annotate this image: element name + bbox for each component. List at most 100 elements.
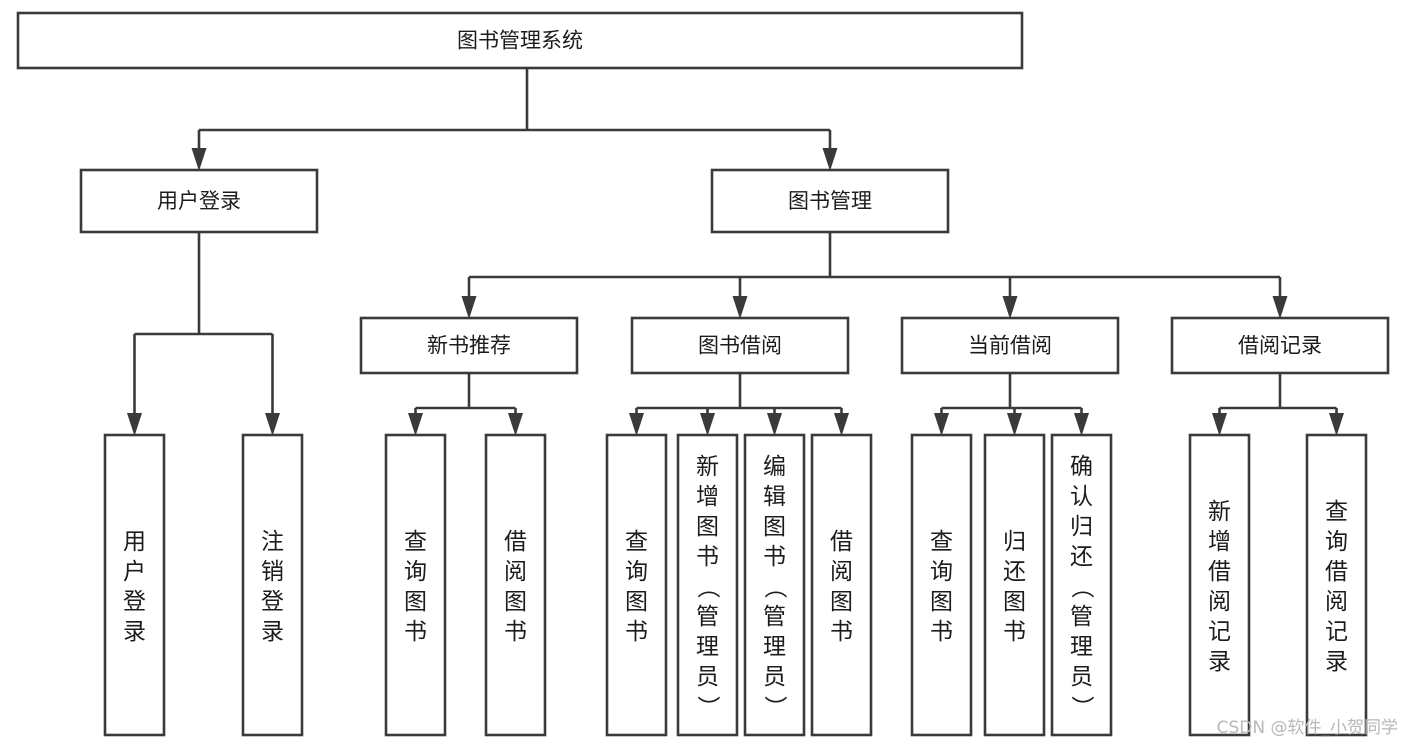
svg-text:理: 理	[1070, 634, 1093, 660]
arrow-head-icon	[934, 413, 949, 436]
arrow-head-icon	[265, 413, 280, 436]
arrow-head-icon	[822, 148, 838, 171]
svg-text:书: 书	[504, 619, 527, 645]
node-box[interactable]	[16, 11, 1024, 70]
svg-text:图: 图	[696, 514, 719, 540]
node-box[interactable]	[910, 433, 973, 737]
node-leaf-user-login[interactable]: 用户登录	[103, 433, 166, 737]
node-box[interactable]	[810, 433, 873, 737]
svg-text:查: 查	[404, 529, 427, 555]
node-box[interactable]	[900, 316, 1120, 375]
node-box[interactable]	[241, 433, 304, 737]
svg-text:借: 借	[1208, 559, 1231, 585]
svg-text:图: 图	[625, 589, 648, 615]
conn-root-children	[191, 68, 838, 171]
svg-text:图: 图	[763, 514, 786, 540]
arrow-head-icon	[461, 296, 477, 319]
arrow-head-icon	[191, 148, 207, 171]
svg-text:询: 询	[1325, 529, 1348, 555]
svg-text:员: 员	[763, 664, 786, 690]
node-newbook[interactable]: 新书推荐	[359, 316, 579, 375]
arrow-head-icon	[1074, 413, 1089, 436]
node-box[interactable]	[710, 168, 950, 234]
svg-text:书: 书	[404, 619, 427, 645]
node-box[interactable]	[484, 433, 547, 737]
arrow-head-icon	[127, 413, 142, 436]
node-box[interactable]	[384, 433, 447, 737]
conn-login-children	[127, 232, 280, 436]
svg-text:归: 归	[1003, 529, 1026, 555]
svg-text:编: 编	[763, 454, 786, 480]
node-records[interactable]: 借阅记录	[1170, 316, 1390, 375]
svg-text:增: 增	[696, 484, 719, 510]
svg-text:销: 销	[261, 559, 284, 585]
node-label: 借阅记录	[1238, 334, 1322, 358]
node-box[interactable]	[1305, 433, 1368, 737]
svg-text:询: 询	[930, 559, 953, 585]
node-bookmgmt[interactable]: 图书管理	[710, 168, 950, 234]
svg-text:理: 理	[763, 634, 786, 660]
node-current[interactable]: 当前借阅	[900, 316, 1120, 375]
svg-text:（: （	[1069, 576, 1095, 599]
svg-text:借: 借	[504, 529, 527, 555]
svg-text:录: 录	[261, 619, 284, 645]
connector-layer	[127, 68, 1344, 436]
svg-text:录: 录	[1208, 649, 1231, 675]
arrow-head-icon	[700, 413, 715, 436]
node-box[interactable]	[743, 433, 806, 737]
svg-text:图: 图	[1003, 589, 1026, 615]
node-box[interactable]	[630, 316, 850, 375]
node-root[interactable]: 图书管理系统	[16, 11, 1024, 70]
svg-text:图: 图	[830, 589, 853, 615]
conn-current-children	[934, 373, 1089, 436]
svg-text:）: ）	[1069, 696, 1095, 719]
node-box[interactable]	[79, 168, 319, 234]
node-box[interactable]	[605, 433, 668, 737]
arrow-head-icon	[834, 413, 849, 436]
svg-text:记: 记	[1325, 619, 1348, 645]
node-label: 图书管理	[788, 189, 872, 213]
arrow-head-icon	[408, 413, 423, 436]
svg-text:记: 记	[1208, 619, 1231, 645]
svg-text:书: 书	[625, 619, 648, 645]
node-borrow[interactable]: 图书借阅	[630, 316, 850, 375]
node-box[interactable]	[1170, 316, 1390, 375]
svg-text:辑: 辑	[763, 484, 786, 510]
arrow-head-icon	[732, 296, 748, 319]
node-label: 图书借阅	[698, 334, 782, 358]
arrow-head-icon	[767, 413, 782, 436]
svg-text:）: ）	[695, 696, 721, 719]
node-label: 用户登录	[157, 189, 241, 213]
node-box[interactable]	[1050, 433, 1113, 737]
arrow-head-icon	[1212, 413, 1227, 436]
node-box[interactable]	[676, 433, 739, 737]
node-box[interactable]	[1188, 433, 1251, 737]
node-box[interactable]	[983, 433, 1046, 737]
svg-text:阅: 阅	[504, 559, 527, 585]
node-box[interactable]	[103, 433, 166, 737]
node-box[interactable]	[359, 316, 579, 375]
svg-text:员: 员	[1070, 664, 1093, 690]
svg-text:书: 书	[763, 544, 786, 570]
node-login[interactable]: 用户登录	[79, 168, 319, 234]
svg-text:查: 查	[930, 529, 953, 555]
